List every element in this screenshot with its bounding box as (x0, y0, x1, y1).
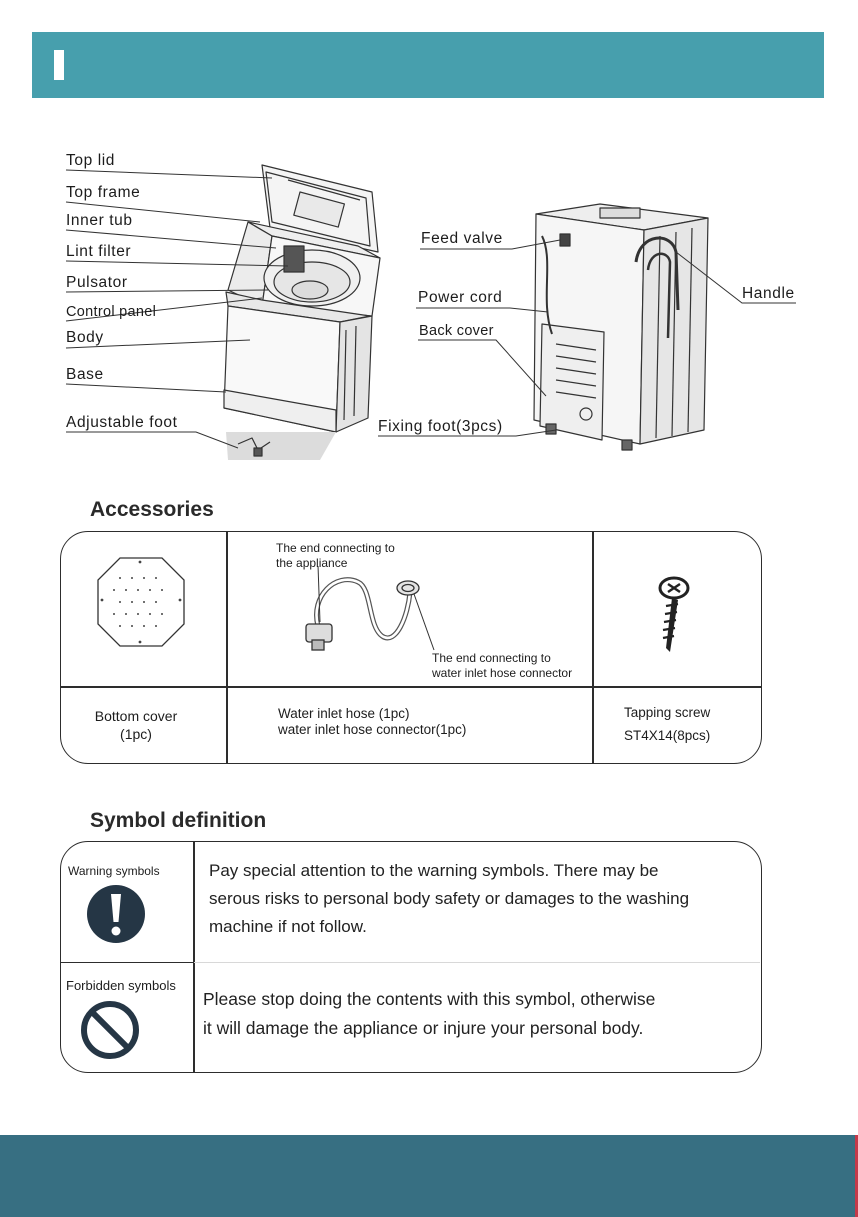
bottom-cover-qty: (1pc) (88, 725, 184, 744)
symbol-definition-title: Symbol definition (90, 809, 266, 833)
label-handle: Handle (742, 285, 795, 303)
label-power-cord: Power cord (418, 289, 502, 307)
symbol-row-divider-left (60, 962, 194, 963)
accessories-col-divider-2 (592, 531, 594, 764)
bottom-cover-label: Bottom cover (88, 707, 184, 726)
symbol-row-divider-right (194, 962, 760, 963)
tapping-screw-icon (654, 576, 694, 656)
warning-symbols-label: Warning symbols (68, 864, 160, 878)
label-control-panel: Control panel (66, 303, 156, 321)
label-inner-tub: Inner tub (66, 212, 133, 230)
hose-end-connector-line-2: water inlet hose connector (432, 666, 572, 680)
footer-bar (0, 1135, 858, 1217)
inlet-hose-drawing (296, 566, 436, 666)
accessories-col-divider-1 (226, 531, 228, 764)
forbidden-text-line-1: Please stop doing the contents with this… (203, 984, 655, 1015)
front-machine-drawing (224, 165, 380, 460)
label-adjustable-foot: Adjustable foot (66, 414, 178, 432)
accessories-title: Accessories (90, 498, 214, 522)
label-body: Body (66, 329, 104, 347)
hose-end-appliance-line-1: The end connecting to (276, 541, 395, 555)
hose-end-appliance-line-2: the appliance (276, 556, 347, 570)
label-back-cover: Back cover (419, 322, 494, 340)
prohibited-circle-icon (80, 1000, 140, 1060)
hose-connector-label: water inlet hose connector(1pc) (278, 720, 466, 739)
symbol-col-divider (193, 841, 195, 1073)
label-pulsator: Pulsator (66, 274, 128, 292)
bottom-cover-drawing (96, 556, 186, 648)
tapping-screw-label: Tapping screw (624, 703, 710, 722)
accessories-row-divider (60, 686, 762, 688)
label-top-frame: Top frame (66, 184, 140, 202)
hose-end-connector-line-1: The end connecting to (432, 651, 551, 665)
label-lint-filter: Lint filter (66, 243, 131, 261)
label-feed-valve: Feed valve (421, 230, 503, 248)
exclamation-circle-icon (86, 884, 146, 944)
warning-text-line-1: Pay special attention to the warning sym… (209, 856, 658, 885)
forbidden-symbols-label: Forbidden symbols (66, 979, 176, 993)
warning-text-line-2: serous risks to personal body safety or … (209, 884, 689, 913)
label-top-lid: Top lid (66, 152, 115, 170)
tapping-screw-qty: ST4X14(8pcs) (624, 726, 710, 745)
back-machine-drawing (534, 204, 708, 450)
label-base: Base (66, 366, 104, 384)
label-fixing-foot: Fixing foot(3pcs) (378, 418, 503, 436)
warning-text-line-3: machine if not follow. (209, 912, 367, 941)
forbidden-text-line-2: it will damage the appliance or injure y… (203, 1013, 643, 1044)
